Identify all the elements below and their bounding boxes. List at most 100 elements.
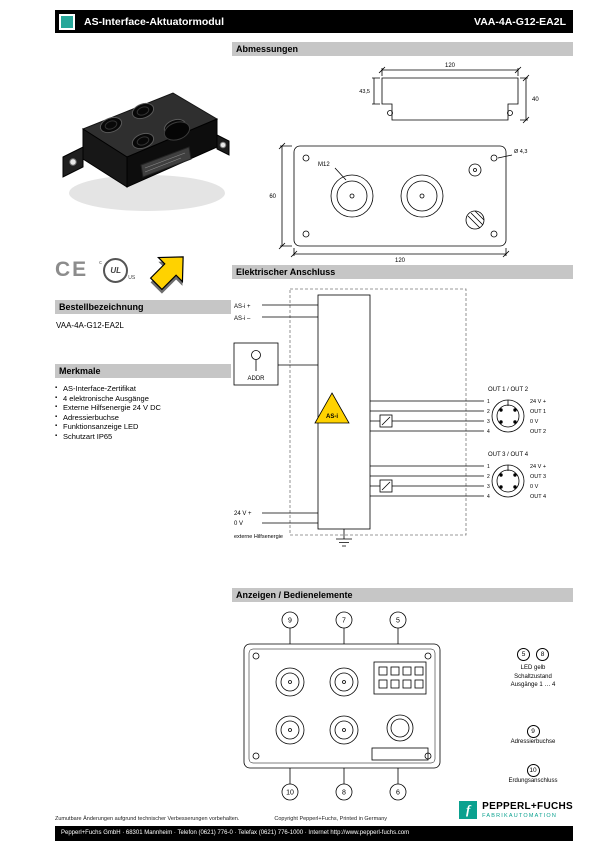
pin-label: 1 (487, 399, 490, 405)
legend-text: Erdungsanschluss (508, 778, 558, 784)
signal-label: OUT 4 (530, 494, 546, 500)
title-bar: AS-Interface-Aktuatormodul VAA-4A-G12-EA… (55, 10, 573, 33)
module-top-view (243, 611, 441, 801)
pin-label: 3 (487, 484, 490, 490)
asi-plus-label: AS-i + (234, 304, 251, 310)
signal-label: OUT 1 (530, 409, 546, 415)
mounting-tabs (62, 134, 230, 178)
asi-triangle-label: AS-i (326, 414, 338, 420)
pin-label: 4 (487, 429, 490, 435)
feature-item: Externe Hilfsenergie 24 V DC (55, 403, 231, 413)
features-heading: Merkmale (55, 364, 231, 378)
aux-plus-label: 24 V + (234, 511, 252, 517)
dim-hole: Ø 4,3 (514, 149, 527, 155)
legend-text: Ausgänge 1 … 4 (510, 682, 556, 688)
feature-item: AS-Interface-Zertifikat (55, 384, 231, 394)
callout-number: 6 (396, 790, 400, 797)
legend-text: Adressierbuchse (510, 738, 556, 745)
ul-mark: c UL US (99, 257, 135, 283)
dimension-lines (278, 66, 530, 258)
dim-thread: M12 (318, 162, 330, 168)
dimensions-drawing: 120 40 43,5 60 120 Ø 4,3 M12 (269, 63, 539, 263)
connection-diagram: AS-i + AS-i – ADDR AS-i OUT 1 / OUT 2 OU… (233, 288, 546, 547)
footer-contact-bar: Pepperl+Fuchs GmbH · 68301 Mannheim · Te… (55, 826, 573, 841)
legend-number: 10 (526, 764, 540, 777)
feature-item: Adressierbuchse (55, 413, 231, 423)
legend-group-1-nums: 5 8 (492, 648, 574, 661)
address-cap (163, 121, 191, 141)
brand-name: PEPPERL+FUCHS (482, 801, 573, 812)
callout-number: 8 (342, 790, 346, 797)
legend-number: 9 (526, 724, 540, 738)
aux-minus-label: 0 V (234, 521, 243, 527)
dim-flange: 43,5 (359, 89, 370, 95)
legend-text: LED gelb (520, 665, 546, 671)
signal-label: 0 V (530, 484, 539, 490)
type-label (140, 146, 192, 178)
circuit-lines (233, 288, 525, 547)
pin-label: 2 (487, 409, 490, 415)
brand-block: f PEPPERL+FUCHS FABRIKAUTOMATION (459, 801, 573, 819)
callout-number: 9 (288, 618, 292, 625)
indicators-legend: 5 8 LED gelb Schaltzustand Ausgänge 1 … … (492, 648, 574, 786)
order-value: VAA-4A-G12-EA2L (56, 321, 124, 330)
footnote-left: Zumutbare Änderungen aufgrund technische… (55, 816, 240, 822)
legend-group-3: 10 Erdungsanschluss (492, 759, 574, 786)
ul-label: UL (110, 265, 122, 275)
pin-label: 2 (487, 474, 490, 480)
dim-width-bottom: 120 (395, 258, 406, 263)
product-photo (62, 92, 230, 211)
photo-shadow (69, 175, 225, 211)
callout-number: 7 (342, 618, 346, 625)
page-title: AS-Interface-Aktuatormodul (84, 15, 225, 28)
dim-height: 60 (269, 194, 276, 200)
footnote-right: Copyright Pepperl+Fuchs, Printed in Germ… (274, 816, 388, 822)
order-heading: Bestellbezeichnung (55, 300, 231, 314)
signal-label: OUT 2 (530, 429, 546, 435)
callout-number: 5 (396, 618, 400, 625)
ul-c-label: c (99, 259, 102, 266)
indicators-drawing: 9 7 5 10 8 6 (243, 611, 441, 801)
ce-mark: CE (55, 258, 89, 281)
dimension-labels: 120 40 43,5 60 120 Ø 4,3 M12 (269, 63, 539, 263)
order-section: Bestellbezeichnung VAA-4A-G12-EA2L (55, 300, 231, 330)
features-section: Merkmale AS-Interface-Zertifikat 4 elekt… (55, 364, 231, 441)
out-group2-label: OUT 3 / OUT 4 (488, 452, 529, 458)
pepperl-fuchs-icon: f (459, 801, 478, 819)
certification-row: CE c UL US (55, 244, 231, 296)
circuit-labels: AS-i + AS-i – ADDR AS-i OUT 1 / OUT 2 OU… (234, 304, 546, 540)
part-number: VAA-4A-G12-EA2L (474, 15, 566, 28)
signal-label: 0 V (530, 419, 539, 425)
dim-width-top: 120 (445, 63, 456, 69)
asi-minus-label: AS-i – (234, 316, 251, 322)
aux-note-label: externe Hilfsenergie (234, 534, 283, 540)
footnote-row: Zumutbare Änderungen aufgrund technische… (55, 816, 455, 822)
as-interface-logo-icon (149, 256, 184, 294)
callout-number: 10 (286, 790, 294, 797)
legend-number: 5 (517, 648, 530, 661)
features-list: AS-Interface-Zertifikat 4 elektronische … (55, 384, 231, 441)
signal-label: OUT 3 (530, 474, 546, 480)
callout-numbers: 9 7 5 10 8 6 (286, 618, 400, 797)
feature-item: Schutzart IP65 (55, 432, 231, 442)
feature-item: 4 elektronische Ausgänge (55, 394, 231, 404)
legend-group-2: 9 Adressierbuchse (492, 720, 574, 747)
signal-label: 24 V + (530, 399, 546, 405)
signal-label: 24 V + (530, 464, 546, 470)
pin-label: 1 (487, 464, 490, 470)
addr-label: ADDR (247, 376, 265, 382)
indicators-heading: Anzeigen / Bedienelemente (232, 588, 573, 602)
feature-item: Funktionsanzeige LED (55, 422, 231, 432)
legend-text: Schaltzustand (514, 673, 552, 680)
out-group1-label: OUT 1 / OUT 2 (488, 387, 529, 393)
brand-text: PEPPERL+FUCHS FABRIKAUTOMATION (482, 801, 573, 819)
pin-label: 3 (487, 419, 490, 425)
connection-heading: Elektrischer Anschluss (232, 265, 573, 279)
brand-subtitle: FABRIKAUTOMATION (482, 813, 558, 819)
dim-depth: 40 (532, 97, 539, 103)
pin-label: 4 (487, 494, 490, 500)
ul-us-label: US (128, 274, 136, 281)
legend-number: 8 (536, 648, 549, 661)
dimensions-heading: Abmessungen (232, 42, 573, 56)
